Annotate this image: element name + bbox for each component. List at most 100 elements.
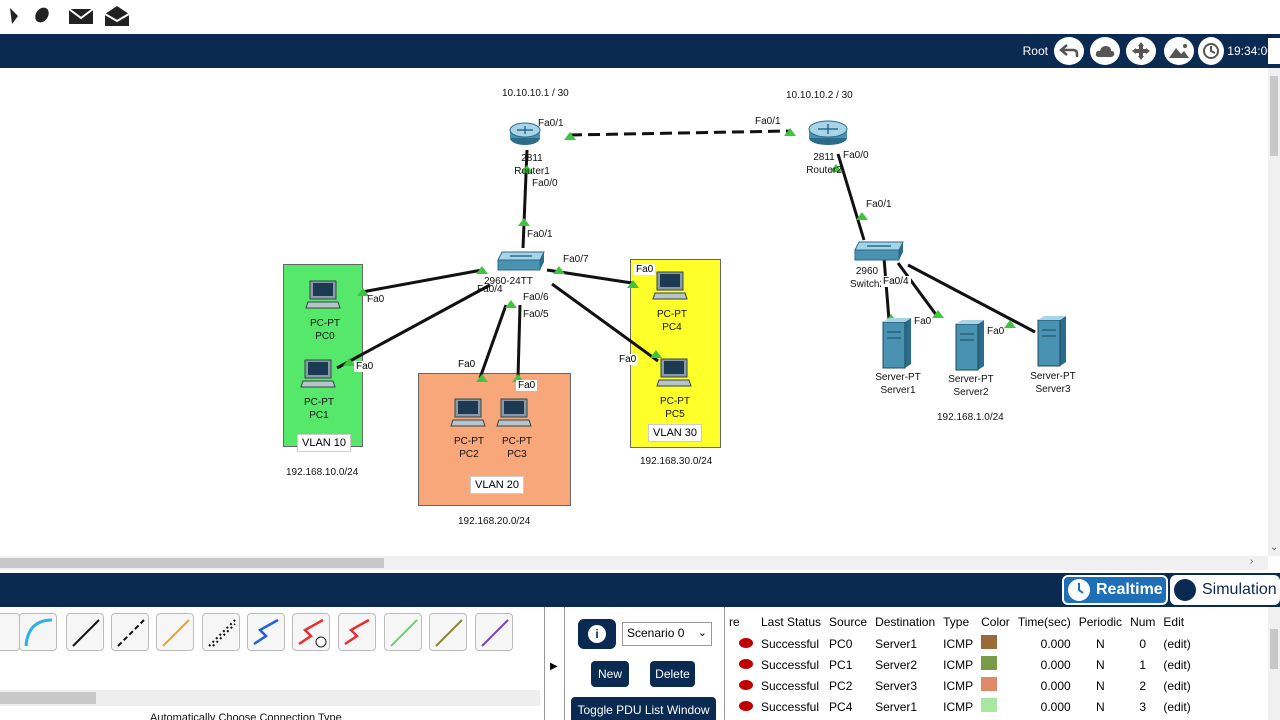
switch1-icon[interactable] — [496, 250, 546, 279]
pdu-scrollbar[interactable] — [1268, 607, 1280, 720]
connections-scrollbar[interactable] — [0, 690, 540, 706]
serial-dte-icon[interactable] — [338, 613, 376, 651]
destination-cell: Server1 — [875, 636, 918, 651]
fire-icon[interactable] — [725, 696, 757, 717]
delete-button[interactable]: Delete — [650, 661, 695, 687]
pc5-icon[interactable] — [656, 358, 692, 393]
topology-canvas[interactable]: 10.10.10.1 / 30 2811 Router1 Fa0/1 Fa0/0… — [0, 68, 1268, 556]
edit-link[interactable]: (edit) — [1163, 678, 1191, 693]
edit-link[interactable]: (edit) — [1163, 657, 1191, 672]
pc3-icon[interactable] — [496, 398, 532, 433]
periodic-cell: N — [1096, 678, 1105, 693]
expand-arrow-icon[interactable]: ▶ — [550, 661, 558, 672]
time-cell: 0.000 — [1040, 636, 1071, 651]
server-subnet: 192.168.1.0/24 — [937, 412, 1004, 423]
scroll-right-icon[interactable]: › — [1250, 556, 1254, 567]
pdu-col-header[interactable]: Periodic — [1078, 615, 1123, 629]
root-label[interactable]: Root — [1022, 44, 1048, 58]
pc0-icon[interactable] — [305, 280, 341, 315]
server1-icon[interactable] — [879, 318, 913, 375]
brush-icon[interactable] — [26, 2, 56, 30]
router2-ip: 10.10.10.2 / 30 — [786, 90, 853, 101]
envelope-icon[interactable] — [66, 2, 96, 30]
pdu-col-header[interactable]: Last Status — [761, 615, 822, 629]
usb-icon[interactable] — [475, 613, 513, 651]
iot-icon[interactable] — [429, 613, 467, 651]
back-arrow-icon[interactable] — [1054, 37, 1084, 65]
server2-icon[interactable] — [952, 320, 986, 377]
scenario-select[interactable]: Scenario 0 ⌄ — [622, 622, 712, 646]
switch2-icon[interactable] — [853, 240, 905, 269]
pdu-col-header[interactable]: re — [729, 615, 740, 629]
pdu-list-panel: re Last Status Source Destination Type Color T… — [724, 607, 1268, 720]
pencil-icon[interactable] — [0, 2, 30, 30]
pdu-scroll-thumb[interactable] — [1270, 629, 1278, 669]
navbar-scroll[interactable] — [1268, 38, 1280, 64]
edit-link[interactable]: (edit) — [1163, 636, 1191, 651]
destination-cell: Server2 — [875, 657, 918, 672]
pdu-col-header[interactable]: Type — [943, 615, 970, 629]
status-cell: Successful — [761, 678, 820, 693]
pdu-col-header[interactable]: Source — [829, 615, 868, 629]
vlan10-subnet: 192.168.10.0/24 — [286, 467, 359, 478]
router1-icon[interactable] — [509, 120, 541, 151]
edit-link[interactable]: (edit) — [1163, 699, 1191, 714]
network-time-icon[interactable] — [1198, 37, 1224, 65]
phone-icon[interactable] — [202, 613, 240, 651]
octal-icon[interactable] — [384, 613, 422, 651]
simulation-button[interactable]: Simulation — [1170, 575, 1280, 605]
source-cell: PC4 — [829, 699, 853, 714]
server3-icon[interactable] — [1034, 316, 1068, 373]
router2-icon[interactable] — [808, 118, 848, 151]
new-button[interactable]: New — [591, 661, 629, 687]
pc1-icon[interactable] — [300, 359, 336, 394]
scroll-down-icon[interactable]: ⌄ — [1270, 542, 1279, 553]
top-toolbar — [0, 0, 1280, 34]
copper-cross-icon[interactable] — [111, 613, 149, 651]
background-image-icon[interactable] — [1164, 37, 1194, 65]
toggle-pdu-list-button[interactable]: Toggle PDU List Window — [571, 697, 716, 720]
canvas-horizontal-scrollbar[interactable]: › — [0, 556, 1268, 570]
fire-icon[interactable] — [725, 654, 757, 675]
fire-icon[interactable] — [725, 633, 757, 654]
serial-dce-icon[interactable] — [0, 613, 20, 651]
pc3-port: Fa0 — [516, 380, 538, 391]
fiber-icon[interactable] — [156, 613, 194, 651]
cloud-icon[interactable] — [1090, 37, 1120, 65]
topology-links — [336, 128, 1036, 382]
info-button[interactable]: i — [578, 619, 616, 649]
num-cell: 3 — [1139, 699, 1147, 714]
canvas-horizontal-thumb[interactable] — [0, 558, 384, 568]
open-envelope-icon[interactable] — [102, 2, 132, 30]
coaxial-icon[interactable] — [247, 613, 285, 651]
pdu-col-header[interactable]: Time(sec) — [1017, 615, 1071, 629]
copper-straight-icon[interactable] — [66, 613, 104, 651]
pc2-icon[interactable] — [450, 398, 486, 433]
pdu-col-header[interactable]: Color — [981, 615, 1010, 629]
pdu-col-header[interactable]: Destination — [875, 615, 936, 629]
canvas-vertical-scrollbar[interactable]: ⌄ — [1268, 68, 1280, 556]
periodic-cell: N — [1096, 636, 1105, 651]
pc4-icon[interactable] — [652, 271, 688, 306]
console-icon[interactable] — [19, 613, 57, 651]
serial-dce-clock-icon[interactable] — [292, 613, 330, 651]
realtime-button[interactable]: Realtime — [1062, 575, 1168, 605]
navbar: Root 19:34:00 — [0, 34, 1280, 68]
connections-scroll-thumb[interactable] — [0, 692, 96, 704]
canvas-vertical-thumb[interactable] — [1270, 76, 1278, 156]
fire-icon[interactable] — [725, 675, 757, 696]
pdu-col-header[interactable]: Num — [1130, 615, 1156, 629]
periodic-cell: N — [1096, 657, 1105, 672]
pc4-port: Fa0 — [634, 264, 656, 275]
server1-port: Fa0 — [914, 316, 932, 327]
move-icon[interactable] — [1126, 37, 1156, 65]
router1-port-lan: Fa0/0 — [532, 178, 558, 189]
pdu-col-header[interactable]: Edit — [1163, 615, 1185, 629]
